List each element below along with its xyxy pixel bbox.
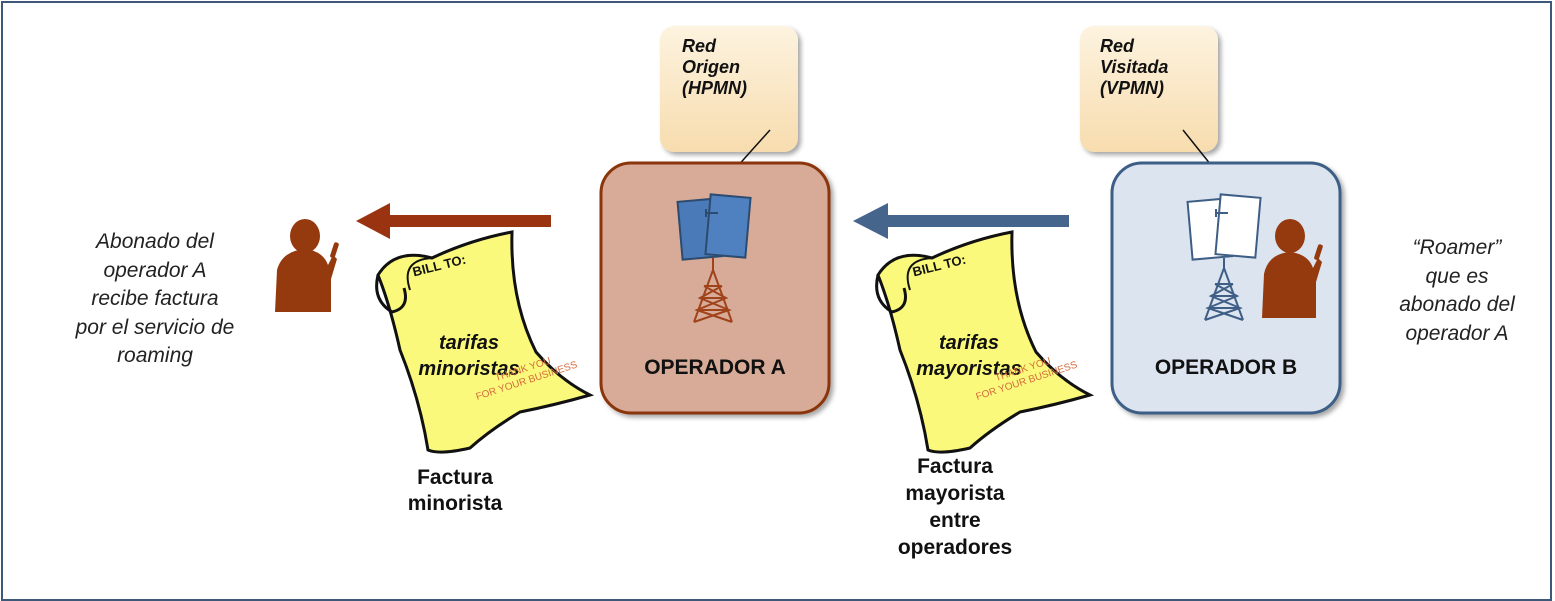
roamer-person-icon	[1262, 219, 1323, 318]
callout-visited-box	[1080, 26, 1218, 152]
operator-a-box	[599, 161, 831, 415]
subscriber-caption: Abonado del operador A recibe factura po…	[75, 230, 235, 367]
callout-visited-label: Red Visitada (VPMN)	[1100, 36, 1169, 98]
retail-billing-arrow	[356, 203, 551, 239]
roamer-caption: “Roamer” que es abonado del operador A	[1399, 236, 1515, 345]
diagram-graphics	[275, 26, 1342, 454]
retail-bill-caption: Factura minorista	[407, 466, 503, 515]
subscriber-person-icon	[275, 219, 339, 312]
retail-bill-paper	[375, 230, 595, 454]
wholesale-billing-arrow	[853, 203, 1069, 239]
operator-a-label: OPERADOR A	[644, 356, 786, 379]
antenna-a-icon	[676, 193, 752, 323]
callout-origin-label: Red Origen (HPMN)	[682, 36, 747, 98]
operator-b-label: OPERADOR B	[1154, 356, 1298, 379]
wholesale-bill-caption: Factura mayorista entre operadores	[897, 455, 1013, 559]
antenna-b-icon	[1186, 193, 1262, 321]
callout-origin-box	[660, 26, 798, 152]
wholesale-bill-paper	[875, 230, 1095, 454]
wholesale-bill-body: tarifas mayoristas	[916, 332, 1022, 380]
retail-bill-body: tarifas minoristas	[418, 332, 520, 380]
